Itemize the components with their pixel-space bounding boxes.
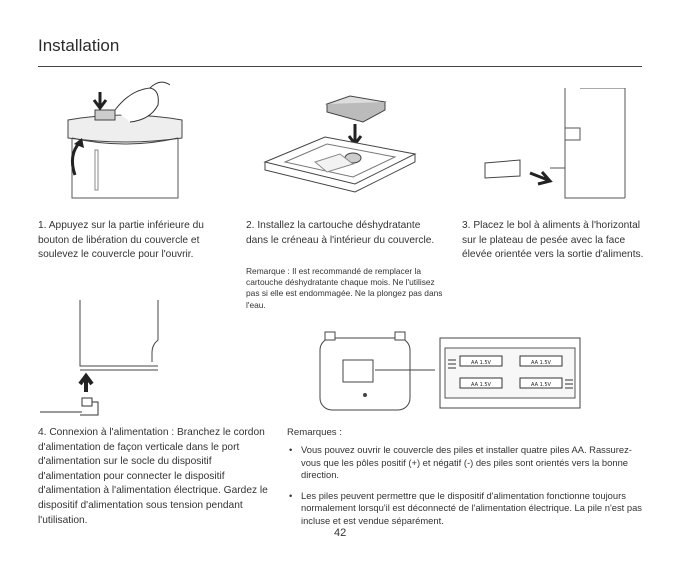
battery-label: AA 1.5V: [471, 382, 492, 388]
remark-item: Les piles peuvent permettre que le dispo…: [287, 490, 642, 528]
battery-label: AA 1.5V: [531, 382, 552, 388]
step-4-caption: 4. Connexion à l'alimentation : Branchez…: [38, 427, 268, 526]
battery-slots: AA 1.5V AA 1.5V AA 1.5V AA 1.5V: [459, 355, 563, 389]
figure-power-connection: [40, 300, 170, 420]
step-1-caption: 1. Appuyez sur la partie inférieure du b…: [38, 220, 204, 261]
figure-open-lid: [60, 80, 190, 200]
remarks-list: Vous pouvez ouvrir le couvercle des pile…: [287, 444, 642, 536]
battery-label: AA 1.5V: [531, 360, 552, 366]
title-divider: [38, 66, 642, 67]
remark-item: Vous pouvez ouvrir le couvercle des pile…: [287, 444, 642, 482]
step-2-note: Remarque : Il est recommandé de remplace…: [246, 266, 443, 310]
figure-battery-compartment: AA 1.5V AA 1.5V AA 1.5V AA 1.5V: [315, 330, 585, 415]
figure-desiccant: [255, 92, 425, 197]
page-title: Installation: [38, 36, 120, 55]
battery-label: AA 1.5V: [471, 360, 492, 366]
step-2-caption: 2. Installez la cartouche déshydratante …: [246, 220, 435, 246]
step-3-caption: 3. Placez le bol à aliments à l'horizont…: [462, 220, 644, 261]
page-number: 42: [334, 527, 347, 539]
remarks-heading: Remarques :: [287, 427, 342, 438]
figure-food-bowl: [480, 88, 630, 203]
